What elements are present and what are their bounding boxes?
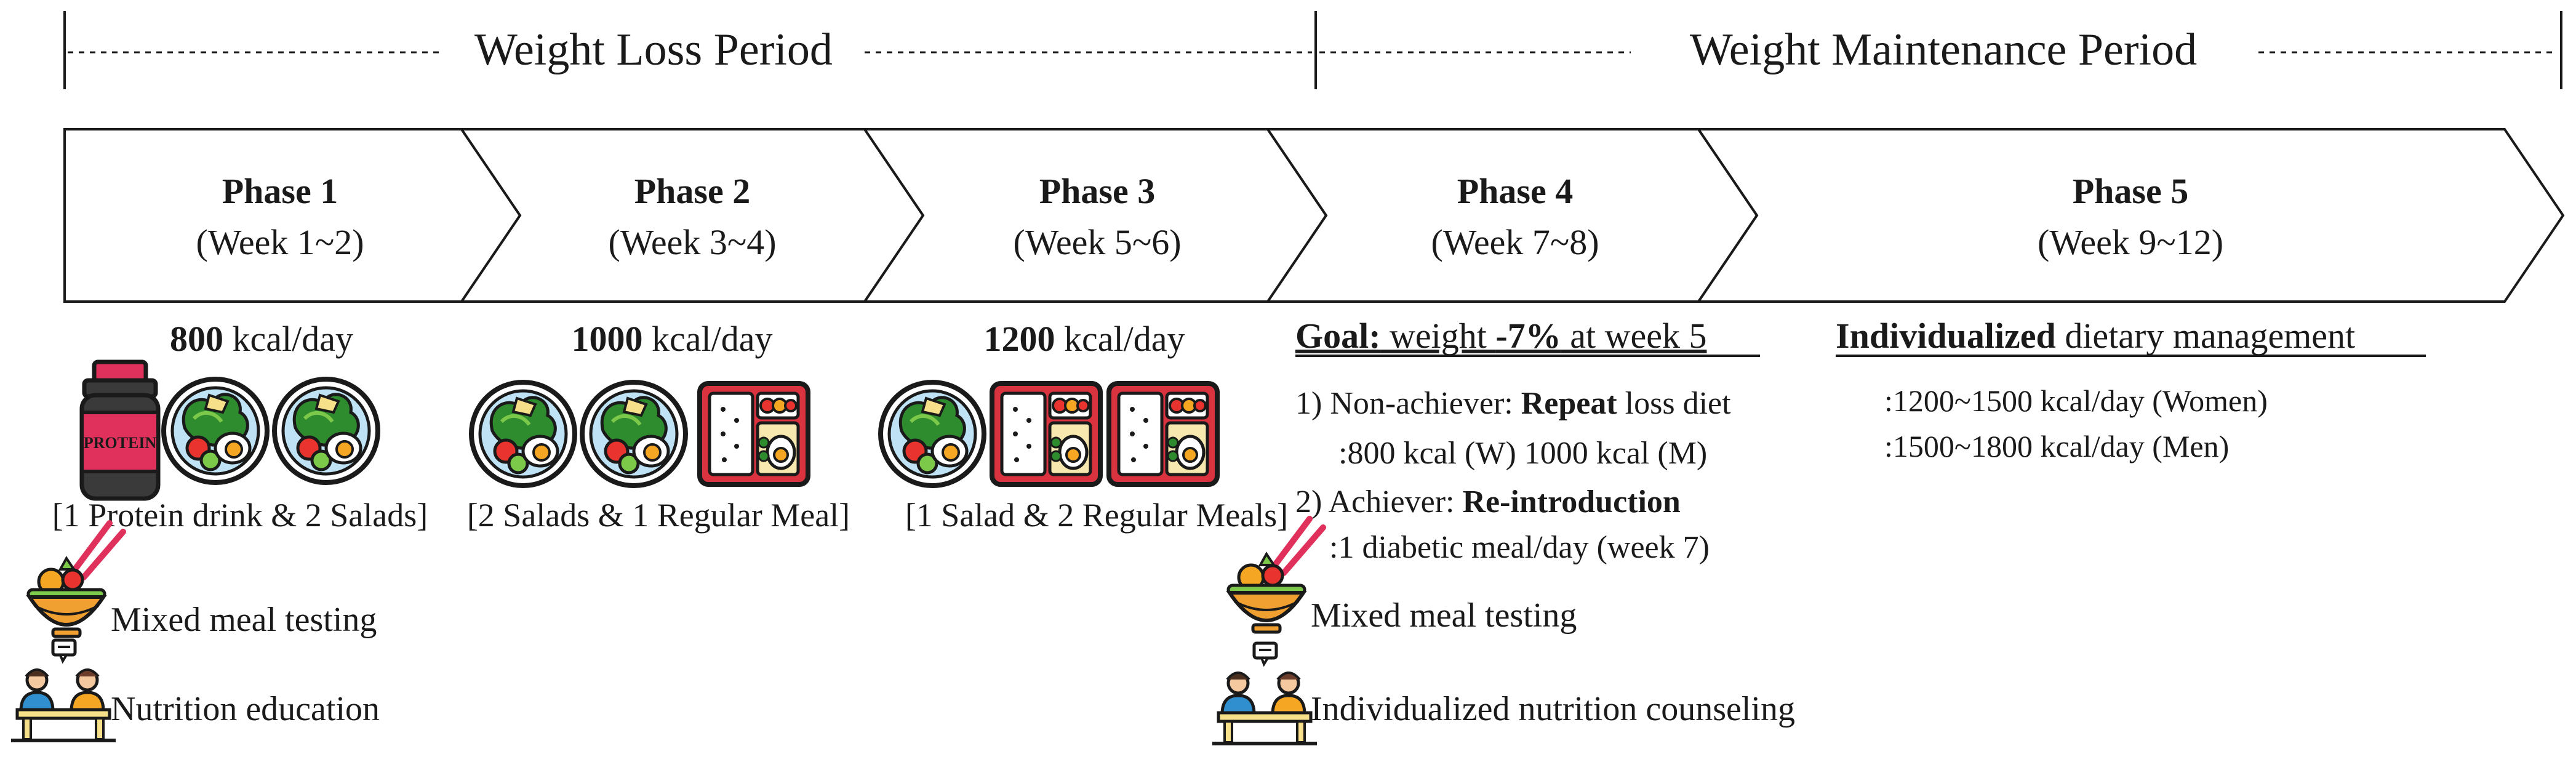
phase-2-meal-caption: [2 Salads & 1 Regular Meal] xyxy=(467,497,850,534)
salad-icon xyxy=(881,382,984,486)
phase-1-kcal: 800 kcal/day xyxy=(170,319,353,359)
phase-5-block: Individualized dietary management :1200~… xyxy=(1836,316,2426,463)
phase-1-title: Phase 1 xyxy=(222,171,338,211)
meal-icons: PROTEIN xyxy=(79,359,1217,501)
protein-label: PROTEIN xyxy=(84,434,157,452)
phase-1-chevron xyxy=(63,128,522,303)
phase-5-weeks: (Week 9~12) xyxy=(2038,222,2223,262)
phase-3-kcal: 1200 kcal/day xyxy=(984,319,1185,359)
salad-icon xyxy=(582,382,686,486)
salad-icon xyxy=(274,379,378,483)
phase-4-chevron xyxy=(1265,128,1759,303)
phase-2-chevron xyxy=(459,128,925,303)
phase-chevrons: Phase 1 (Week 1~2) Phase 2 (Week 3~4) Ph… xyxy=(63,128,2565,303)
mixed-meal-bowl-icon xyxy=(1228,519,1323,632)
phase-1-meal-caption: [1 Protein drink & 2 Salads] xyxy=(52,497,428,534)
achiever-line: 2) Achiever: Re-introduction xyxy=(1295,484,1681,519)
left-nutrition-education: Nutrition education xyxy=(111,690,380,728)
activities-right: Mixed meal testing Individualized nutrit… xyxy=(1212,519,1795,744)
regular-meal-box-icon xyxy=(1109,383,1217,484)
phase-2-weeks: (Week 3~4) xyxy=(608,222,776,262)
phase-1-weeks: (Week 1~2) xyxy=(196,222,364,262)
mixed-meal-bowl-icon xyxy=(28,523,123,636)
right-mixed-meal-testing: Mixed meal testing xyxy=(1311,596,1577,635)
men-kcal: :1500~1800 kcal/day (Men) xyxy=(1884,429,2229,463)
activities-left: Mixed meal testing Nutrition education xyxy=(11,523,380,740)
phase-4-title: Phase 4 xyxy=(1457,171,1574,211)
phase-2-kcal: 1000 kcal/day xyxy=(572,319,773,359)
achiever-detail: :1 diabetic meal/day (week 7) xyxy=(1329,530,1710,565)
meal-captions: [1 Protein drink & 2 Salads] [2 Salads &… xyxy=(52,497,1288,534)
weight-loss-period-label: Weight Loss Period xyxy=(474,25,833,75)
salad-icon xyxy=(471,382,575,486)
women-kcal: :1200~1500 kcal/day (Women) xyxy=(1884,383,2268,418)
phase-4-goal: Goal: weight -7% at week 5 xyxy=(1295,316,1706,356)
regular-meal-box-icon xyxy=(992,383,1100,484)
phase-4-weeks: (Week 7~8) xyxy=(1431,222,1599,262)
phase-4-goal-block: Goal: weight -7% at week 5 1) Non-achiev… xyxy=(1295,316,1760,565)
phase-5-chevron xyxy=(1696,128,2565,303)
phase-3-meal-caption: [1 Salad & 2 Regular Meals] xyxy=(905,497,1288,534)
weight-maintenance-period-label: Weight Maintenance Period xyxy=(1690,25,2197,75)
phase-3-weeks: (Week 5~6) xyxy=(1013,222,1181,262)
left-mixed-meal-testing: Mixed meal testing xyxy=(111,601,377,639)
period-header: Weight Loss Period Weight Maintenance Pe… xyxy=(63,11,2562,89)
protein-jar-icon: PROTEIN xyxy=(79,359,161,501)
nutrition-counseling-icon xyxy=(1212,643,1317,744)
calorie-targets: 800 kcal/day 1000 kcal/day 1200 kcal/day xyxy=(170,319,1185,359)
phase-3-chevron xyxy=(862,128,1328,303)
right-individualized-counseling: Individualized nutrition counseling xyxy=(1311,690,1795,728)
non-achiever-detail: :800 kcal (W) 1000 kcal (M) xyxy=(1338,436,1707,471)
nutrition-education-icon xyxy=(11,640,116,740)
phase-5-title: Phase 5 xyxy=(2073,171,2189,211)
phase-5-title-line: Individualized dietary management xyxy=(1836,316,2355,356)
phase-2-title: Phase 2 xyxy=(634,171,751,211)
salad-icon xyxy=(164,379,267,483)
phase-3-title: Phase 3 xyxy=(1039,171,1156,211)
regular-meal-box-icon xyxy=(700,383,808,484)
non-achiever-line: 1) Non-achiever: Repeat loss diet xyxy=(1295,386,1731,421)
